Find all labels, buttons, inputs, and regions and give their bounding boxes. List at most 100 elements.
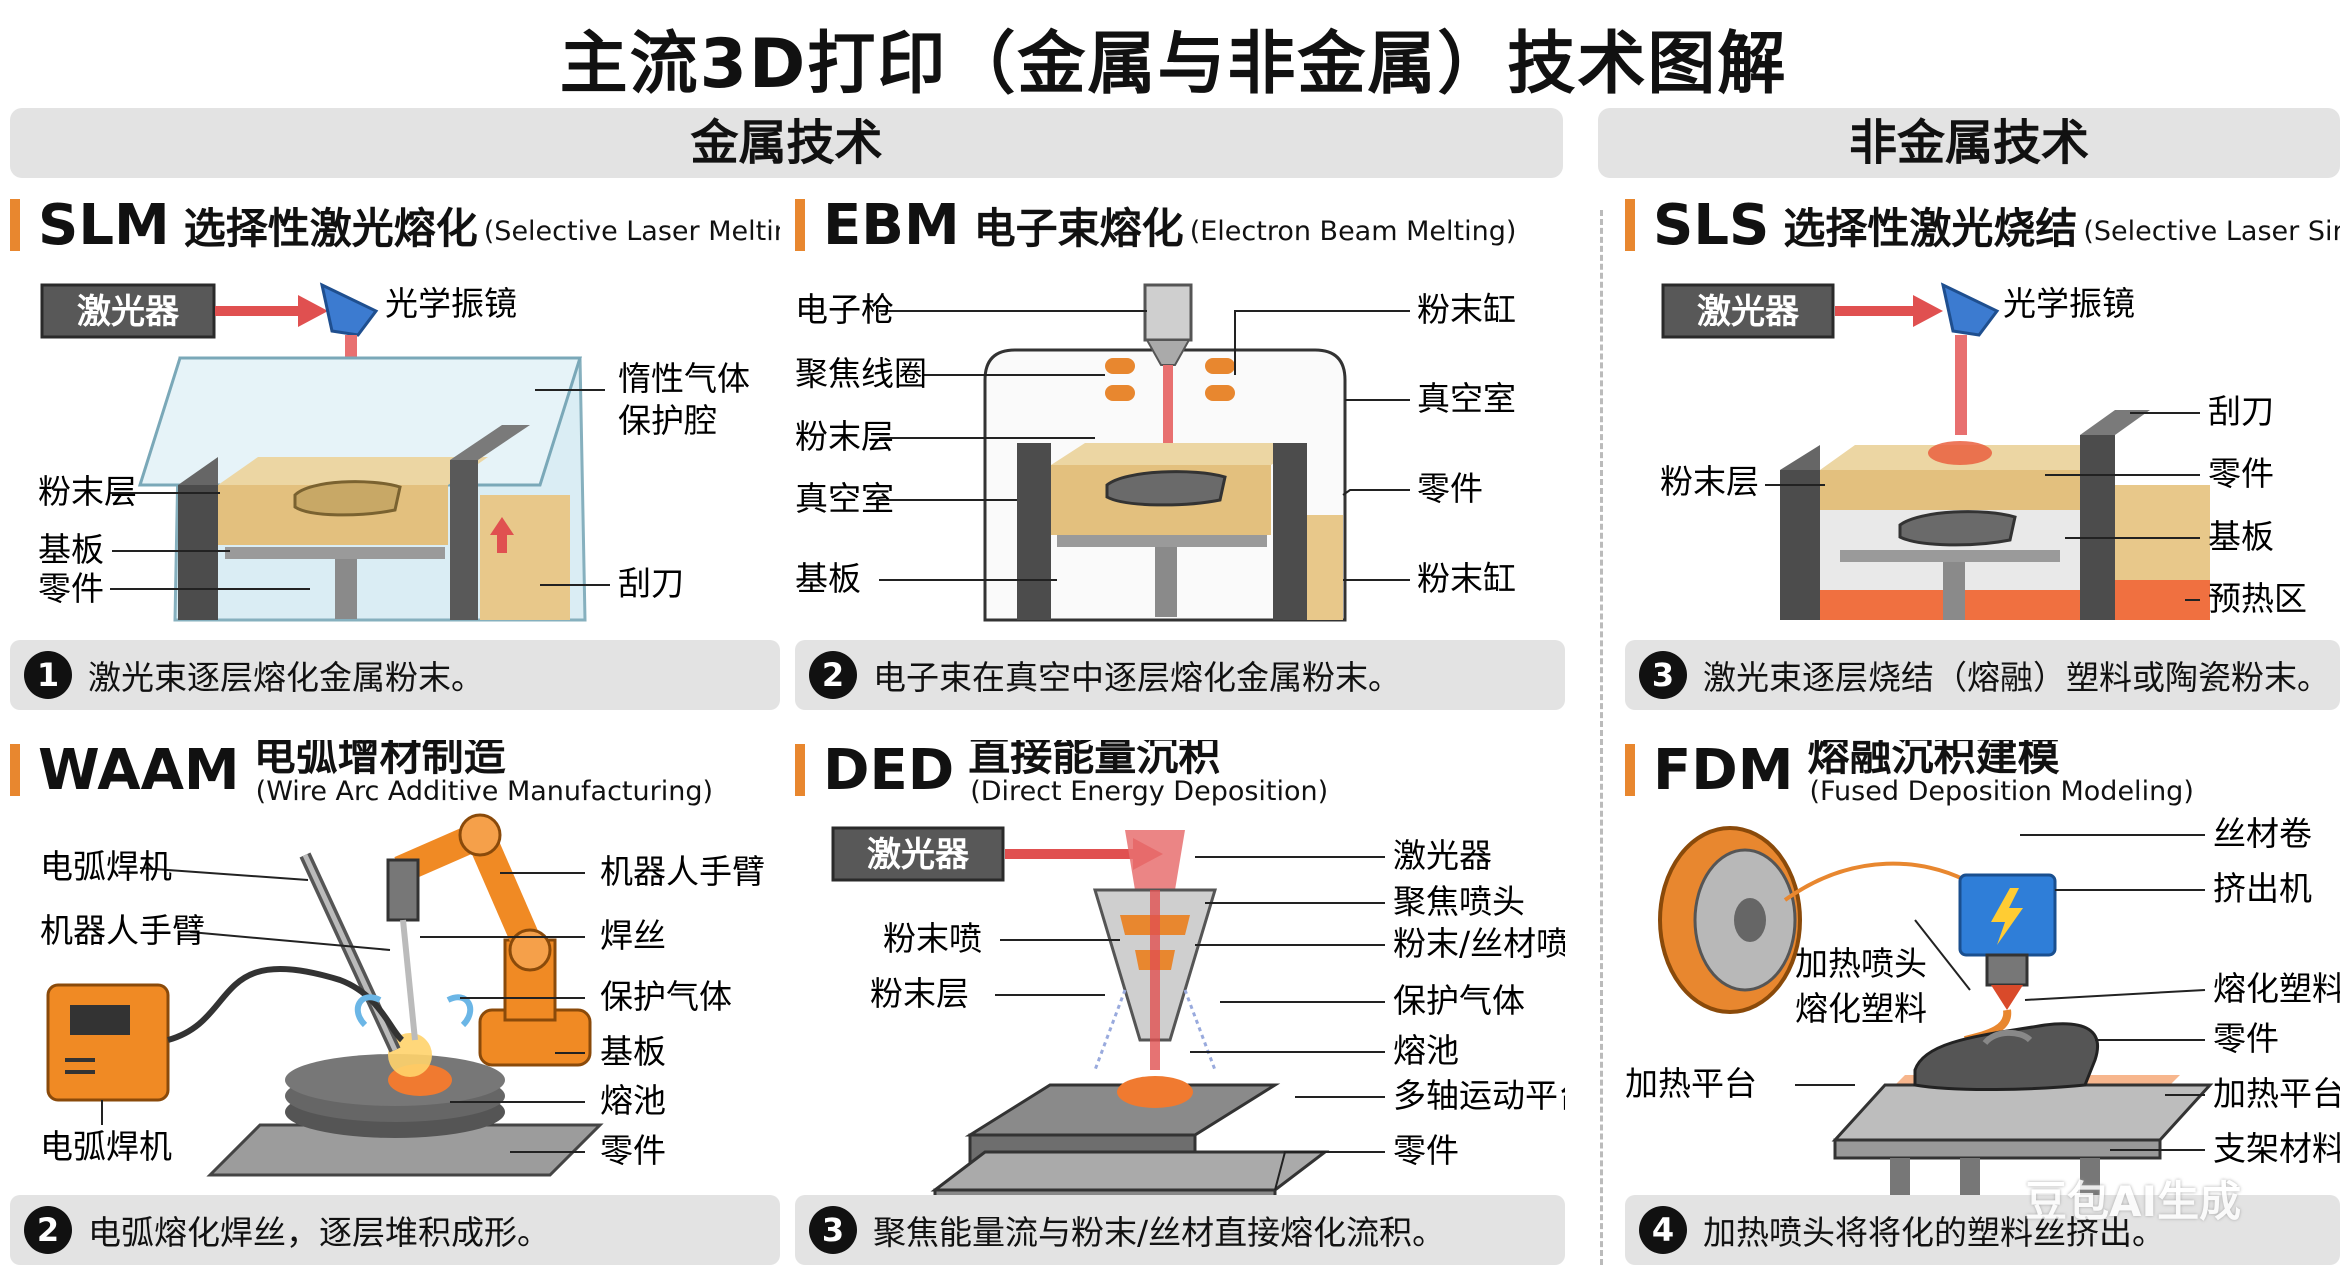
laser-tag-label: 激光器: [1697, 292, 1800, 332]
powder-top: [218, 457, 488, 485]
build-plate: [1057, 535, 1267, 547]
panel-ded: DED 直接能量沉积 (Direct Energy Deposition) 激光…: [795, 740, 1565, 1268]
accent-bar: [10, 199, 20, 251]
sls-en: (Selective Laser Sintering): [2083, 215, 2340, 247]
panel-slm: SLM 选择性激光熔化 (Selective Laser Melting) 激光…: [10, 195, 780, 715]
label-plate: 基板: [38, 530, 104, 569]
powder-top: [1051, 443, 1305, 465]
label-blade: 刮刀: [618, 564, 684, 603]
label-pool: 熔池: [1393, 1031, 1459, 1070]
ebm-abbr: EBM: [823, 195, 960, 258]
electron-beam: [1163, 365, 1173, 515]
slm-diagram: 激光器 光学振镜 惰性气体 保护腔 粉末层 基板 零件 刮刀: [38, 282, 750, 622]
section-divider: [1600, 210, 1603, 1265]
panel-sls: SLS 选择性激光烧结 (Selective Laser Sintering) …: [1625, 195, 2340, 715]
label-chamber: 保护腔: [618, 401, 717, 440]
powder-bed: [1820, 470, 2080, 510]
label-arm-right: 机器人手臂: [600, 852, 765, 891]
laser-beam: [1150, 890, 1160, 1070]
powder-tank: [480, 495, 570, 620]
focus-coil: [1205, 385, 1235, 401]
accent-bar: [795, 199, 805, 251]
accent-bar: [10, 744, 20, 796]
focus-coil: [1105, 385, 1135, 401]
label-hot-nozzle: 加热喷头: [1795, 944, 1927, 983]
step-badge: 4: [1639, 1206, 1687, 1254]
laser-tag-label: 激光器: [867, 835, 970, 875]
right-wall: [1273, 443, 1307, 620]
focus-coil: [1205, 358, 1235, 374]
fdm-heading: FDM 熔融沉积建模 (Fused Deposition Modeling): [1625, 740, 2194, 806]
laser-tag: [831, 826, 1005, 882]
section-header-nonmetal: 非金属技术: [1598, 108, 2340, 178]
waam-abbr: WAAM: [38, 740, 240, 803]
label-stage: 多轴运动平台: [1393, 1076, 1565, 1115]
ded-caption: 聚焦能量流与粉末/丝材直接熔化流积。: [873, 1213, 1446, 1252]
ded-abbr: DED: [823, 740, 955, 803]
melt-pool: [1117, 1076, 1193, 1108]
sls-abbr: SLS: [1653, 195, 1770, 258]
fdm-caption-bar: 4 加热喷头将将化的塑料丝挤出。: [1625, 1195, 2340, 1265]
label-extruder: 挤出机: [2213, 869, 2312, 908]
label-part: 零件: [2213, 1019, 2279, 1058]
ebm-caption: 电子束在真空中逐层熔化金属粉末。: [873, 658, 1401, 697]
ebm-heading: EBM 电子束熔化 (Electron Beam Melting): [795, 195, 1517, 258]
accent-bar: [1625, 744, 1635, 796]
left-wall: [1780, 470, 1820, 620]
filament: [1783, 861, 1966, 902]
label-plate: 基板: [600, 1032, 666, 1071]
laser-tag: [40, 283, 216, 339]
label-powder: 粉末层: [38, 472, 137, 511]
laser-beam: [1955, 335, 1967, 435]
ded-heading: DED 直接能量沉积 (Direct Energy Deposition): [795, 740, 1328, 806]
part-shape: [1913, 1022, 2099, 1092]
ded-en: (Direct Energy Deposition): [970, 775, 1329, 807]
slm-abbr: SLM: [38, 195, 170, 258]
ebm-en: (Electron Beam Melting): [1189, 215, 1517, 247]
waam-caption-bar: 2 电弧熔化焊丝，逐层堆积成形。: [10, 1195, 780, 1265]
label-powder: 粉末层: [870, 974, 969, 1013]
label-part: 零件: [38, 569, 104, 608]
sls-caption-bar: 3 激光束逐层烧结（熔融）塑料或陶瓷粉末。: [1625, 640, 2340, 710]
bolt-icon: [1991, 888, 2023, 945]
ded-caption-bar: 3 聚焦能量流与粉末/丝材直接熔化流积。: [795, 1195, 1565, 1265]
label-plate: 基板: [2208, 517, 2274, 556]
label-powder: 粉末层: [1660, 462, 1759, 501]
galvo-mirror-icon: [319, 282, 379, 337]
label-pool: 熔池: [600, 1081, 666, 1120]
part-shape: [293, 480, 402, 517]
ded-name: 直接能量沉积: [968, 740, 1221, 780]
label-vacuum-left: 真空室: [795, 479, 894, 518]
slm-caption-bar: 1 激光束逐层熔化金属粉末。: [10, 640, 780, 710]
label-nozzle: 聚焦喷头: [1393, 882, 1525, 921]
label-bed-right: 加热平台: [2213, 1074, 2340, 1113]
panel-fdm: FDM 熔融沉积建模 (Fused Deposition Modeling) 丝…: [1625, 740, 2340, 1268]
left-wall: [1017, 443, 1051, 620]
waam-heading: WAAM 电弧增材制造 (Wire Arc Additive Manufactu…: [10, 740, 713, 806]
fdm-diagram: 丝材卷 挤出机 加热喷头 熔化塑料 熔化塑料 零件 加热平台 加热平台 支架材料: [1625, 814, 2340, 1203]
powder-stream: [1093, 989, 1127, 1071]
label-blade: 刮刀: [2208, 392, 2274, 431]
accent-bar: [1625, 199, 1635, 251]
ded-diagram: 激光器 激光器 聚焦喷头 粉末/丝材喷嘴 保护气体 熔池 多轴运动平台 零件: [831, 826, 1565, 1255]
step-badge: 3: [809, 1206, 857, 1254]
left-wall-top: [178, 457, 218, 485]
sinter-spot: [1928, 441, 1992, 465]
laser-arrow-head: [298, 295, 328, 327]
page-title: 主流3D打印（金属与非金属）技术图解: [559, 25, 1788, 104]
slm-en: (Selective Laser Melting): [483, 215, 780, 247]
label-melt-right: 熔化塑料: [2213, 969, 2340, 1008]
focus-coil: [1105, 358, 1135, 374]
label-laser: 激光器: [1393, 836, 1492, 875]
welder-box: [46, 983, 170, 1102]
label-plate: 基板: [795, 559, 861, 598]
watermark: 豆包AI生成: [2025, 1177, 2242, 1226]
label-melt-left: 熔化塑料: [1795, 989, 1927, 1028]
label-vacuum-right: 真空室: [1417, 379, 1516, 418]
piston: [1155, 547, 1177, 617]
label-torch: 电弧焊机: [40, 847, 172, 886]
sls-caption: 激光束逐层烧结（熔融）塑料或陶瓷粉末。: [1703, 658, 2330, 697]
fdm-name: 熔融沉积建模: [1807, 740, 2060, 780]
arc-glow: [388, 1033, 432, 1077]
piston: [335, 559, 357, 619]
